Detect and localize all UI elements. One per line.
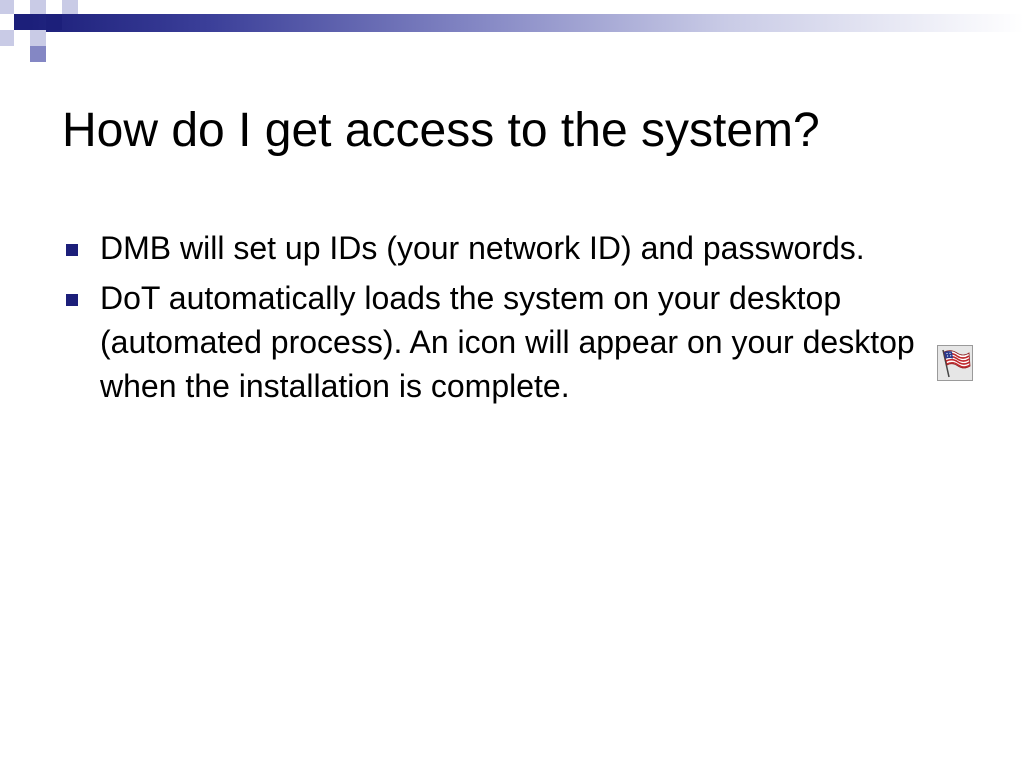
slide-title: How do I get access to the system?: [62, 104, 820, 157]
deco-square: [14, 30, 30, 46]
deco-square: [0, 0, 14, 14]
header-gradient-bar: [30, 14, 1024, 32]
bullet-square-icon: [66, 294, 78, 306]
deco-square: [46, 14, 62, 30]
bullet-list: DMB will set up IDs (your network ID) an…: [62, 226, 942, 414]
deco-square: [30, 0, 46, 14]
deco-square: [0, 14, 14, 30]
deco-square: [62, 0, 78, 14]
bullet-item: DoT automatically loads the system on yo…: [62, 276, 942, 408]
bullet-text: DoT automatically loads the system on yo…: [100, 280, 915, 404]
deco-square: [46, 0, 62, 14]
bullet-square-icon: [66, 244, 78, 256]
bullet-item: DMB will set up IDs (your network ID) an…: [62, 226, 942, 270]
american-flag-icon: [937, 345, 973, 381]
bullet-text: DMB will set up IDs (your network ID) an…: [100, 230, 865, 266]
deco-square: [30, 46, 46, 62]
deco-square: [14, 14, 30, 30]
american-flag-icon-graphic: [942, 349, 971, 378]
deco-square: [30, 30, 46, 46]
deco-square: [0, 30, 14, 46]
header-decoration: [0, 0, 1024, 70]
